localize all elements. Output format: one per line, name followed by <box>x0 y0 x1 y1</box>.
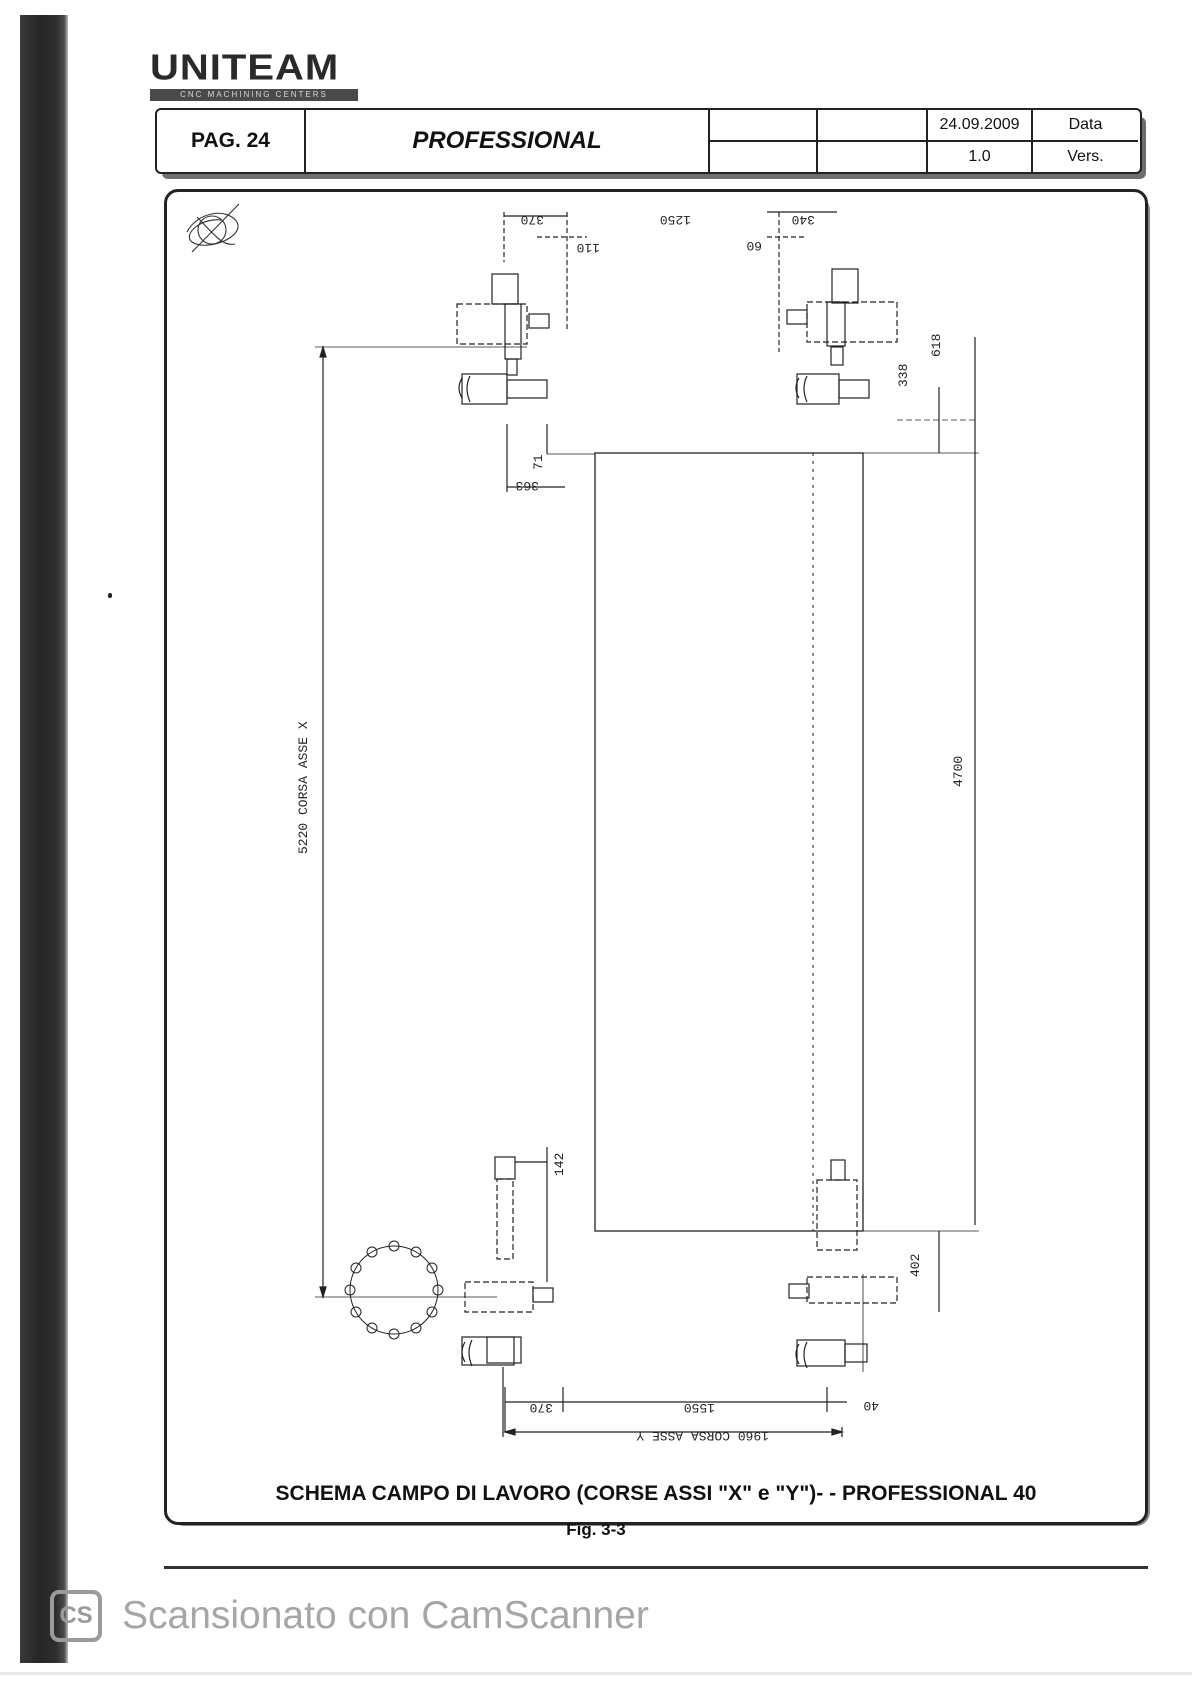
dim-bottom-1550: 1550 <box>684 1400 715 1415</box>
dim-top-60: 60 <box>746 238 762 253</box>
dim-bottom-370: 370 <box>530 1400 553 1415</box>
dim-top-340: 340 <box>792 212 815 227</box>
work-table <box>594 452 864 1232</box>
page-number: PAG. 24 <box>157 110 306 172</box>
dim-bottom-40: 40 <box>863 1398 879 1413</box>
spindle-head-bottom-left <box>461 1156 554 1367</box>
dim-left-363: 363 <box>516 478 539 493</box>
header-cell-empty <box>818 142 928 172</box>
dim-right-618: 618 <box>929 334 944 357</box>
scan-speck <box>108 593 112 598</box>
camscanner-watermark: CS Scansionato con CamScanner <box>50 1586 649 1646</box>
spindle-head-top-left <box>456 273 550 405</box>
scan-binding-edge <box>20 15 68 1663</box>
spindle-head-top-right <box>786 268 898 405</box>
footer-rule <box>164 1566 1148 1569</box>
drawing-frame: 370 110 1250 340 60 618 338 4700 402 522… <box>164 189 1148 1525</box>
uniteam-logo: UNITEAM CNC MACHINING CENTERS <box>150 48 360 101</box>
header-date-label: Data <box>1033 110 1138 142</box>
dim-y-stroke: 1960 CORSA ASSE Y <box>636 1428 769 1443</box>
page-bottom-edge <box>0 1672 1192 1675</box>
header-cell-empty <box>708 110 818 142</box>
dim-right-338: 338 <box>896 364 911 387</box>
dim-left-71: 71 <box>531 454 546 470</box>
logo-subtitle: CNC MACHINING CENTERS <box>150 89 358 101</box>
dim-top-110: 110 <box>577 240 600 255</box>
header-date: 24.09.2009 <box>928 110 1033 142</box>
dim-right-4700: 4700 <box>951 756 966 787</box>
work-area-schematic: 370 110 1250 340 60 618 338 4700 402 522… <box>186 203 979 1443</box>
camscanner-logo: CS <box>50 1590 102 1642</box>
dim-left-142: 142 <box>552 1153 567 1176</box>
signature <box>186 203 240 253</box>
drawing-caption: SCHEMA CAMPO DI LAVORO (CORSE ASSI "X" e… <box>275 1482 1037 1505</box>
header-version: 1.0 <box>928 142 1033 172</box>
product-title: PROFESSIONAL <box>306 110 710 172</box>
camscanner-text: Scansionato con CamScanner <box>122 1594 649 1637</box>
dim-right-402: 402 <box>908 1254 923 1277</box>
spindle-head-bottom-right <box>788 1159 898 1369</box>
dim-top-1250: 1250 <box>660 212 691 227</box>
header-table: PAG. 24 PROFESSIONAL 24.09.2009 1.0 Data… <box>155 108 1142 174</box>
header-cell-empty <box>708 142 818 172</box>
figure-label: Fig. 3-3 <box>566 1520 626 1539</box>
tool-magazine <box>344 1240 444 1340</box>
dim-x-stroke: 5220 CORSA ASSE X <box>296 721 311 854</box>
header-version-label: Vers. <box>1067 148 1104 165</box>
dim-top-370: 370 <box>521 212 544 227</box>
header-cell-empty <box>818 110 928 142</box>
logo-text: UNITEAM <box>150 48 340 88</box>
